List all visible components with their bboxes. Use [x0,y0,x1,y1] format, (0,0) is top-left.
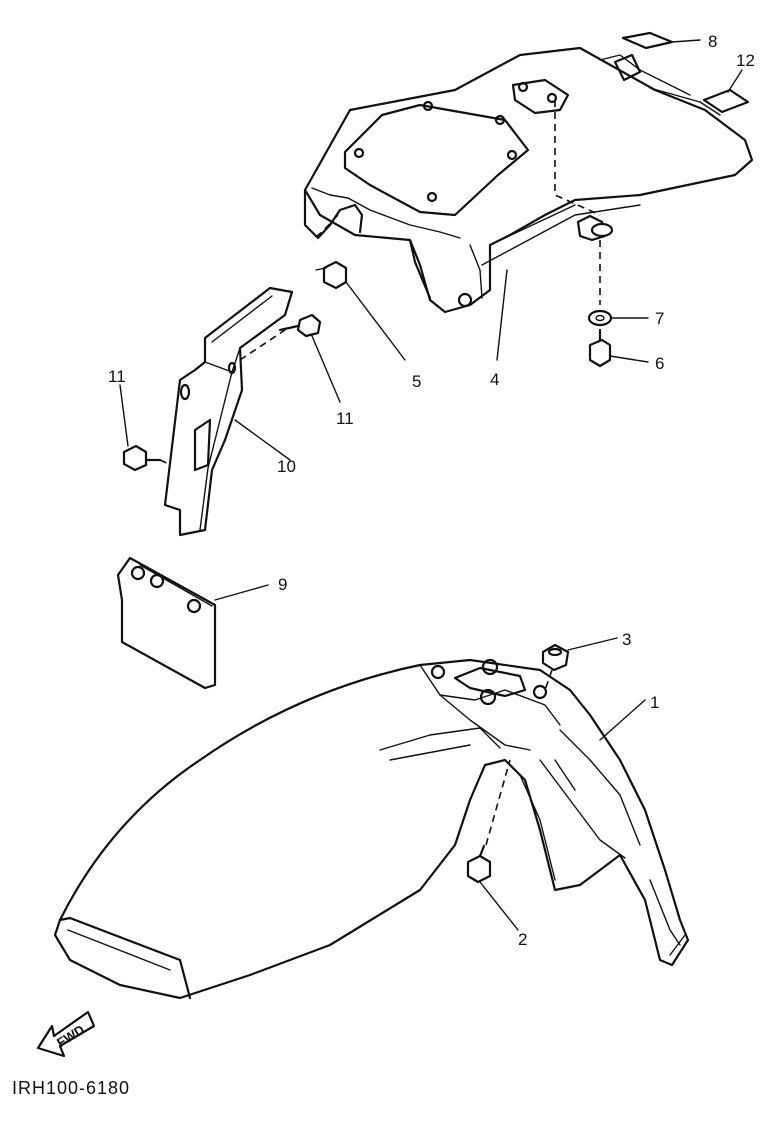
leader-1 [599,699,646,741]
fender-nut [576,214,614,305]
part-11-upper-bolt [278,313,341,403]
part-6-bolt [588,328,649,368]
part-12-decal [702,69,750,114]
callout-7: 7 [655,309,664,328]
part-3-nut [541,637,618,691]
callout-8: 8 [708,32,717,51]
callout-5: 5 [412,372,421,391]
diagram-code: IRH100-6180 [12,1078,130,1098]
callout-6: 6 [655,354,664,373]
callout-11-upper: 11 [336,409,354,428]
leader-4 [496,269,508,361]
part-11-lower-bolt [119,384,179,472]
callout-2: 2 [518,930,527,949]
callout-11-lower: 11 [108,367,126,386]
fwd-arrow-icon: FWD [36,1010,96,1058]
part-10-bracket [163,286,294,537]
callout-12: 12 [736,51,755,70]
part-2-bolt [466,759,519,931]
rear-fender [303,46,754,314]
callout-3: 3 [622,630,631,649]
callout-4: 4 [490,370,499,389]
callout-9: 9 [278,575,287,594]
part-8-stay [621,31,701,50]
part-9-plate [116,556,269,690]
front-fender [53,658,690,1000]
callout-10: 10 [277,457,296,476]
callout-1: 1 [650,693,659,712]
part-5-bolt [315,260,406,361]
part-7-washer [587,309,649,327]
